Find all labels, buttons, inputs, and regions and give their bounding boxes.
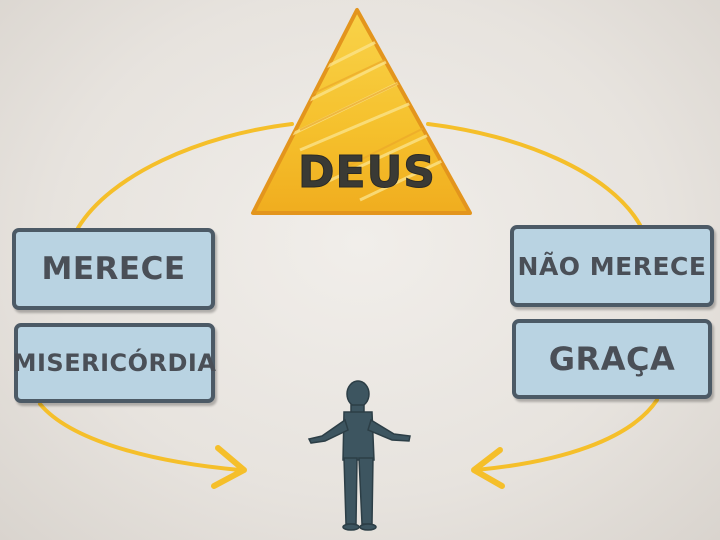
- graca-box: GRAÇA: [512, 319, 712, 399]
- graca-label: GRAÇA: [548, 340, 676, 378]
- right-arrow: [426, 122, 659, 489]
- misericordia-box: MISERICÓRDIA: [12, 323, 217, 403]
- pyramid: DEUS: [251, 8, 472, 215]
- merece-box: MERECE: [12, 228, 215, 310]
- left-arrow: [38, 122, 294, 489]
- misericordia-label: MISERICÓRDIA: [12, 349, 217, 377]
- merece-label: MERECE: [41, 251, 186, 287]
- nao-merece-box: NÃO MERECE: [510, 225, 714, 307]
- pyramid-label: DEUS: [298, 147, 436, 198]
- person-figure: [307, 380, 411, 531]
- nao-merece-label: NÃO MERECE: [517, 251, 707, 281]
